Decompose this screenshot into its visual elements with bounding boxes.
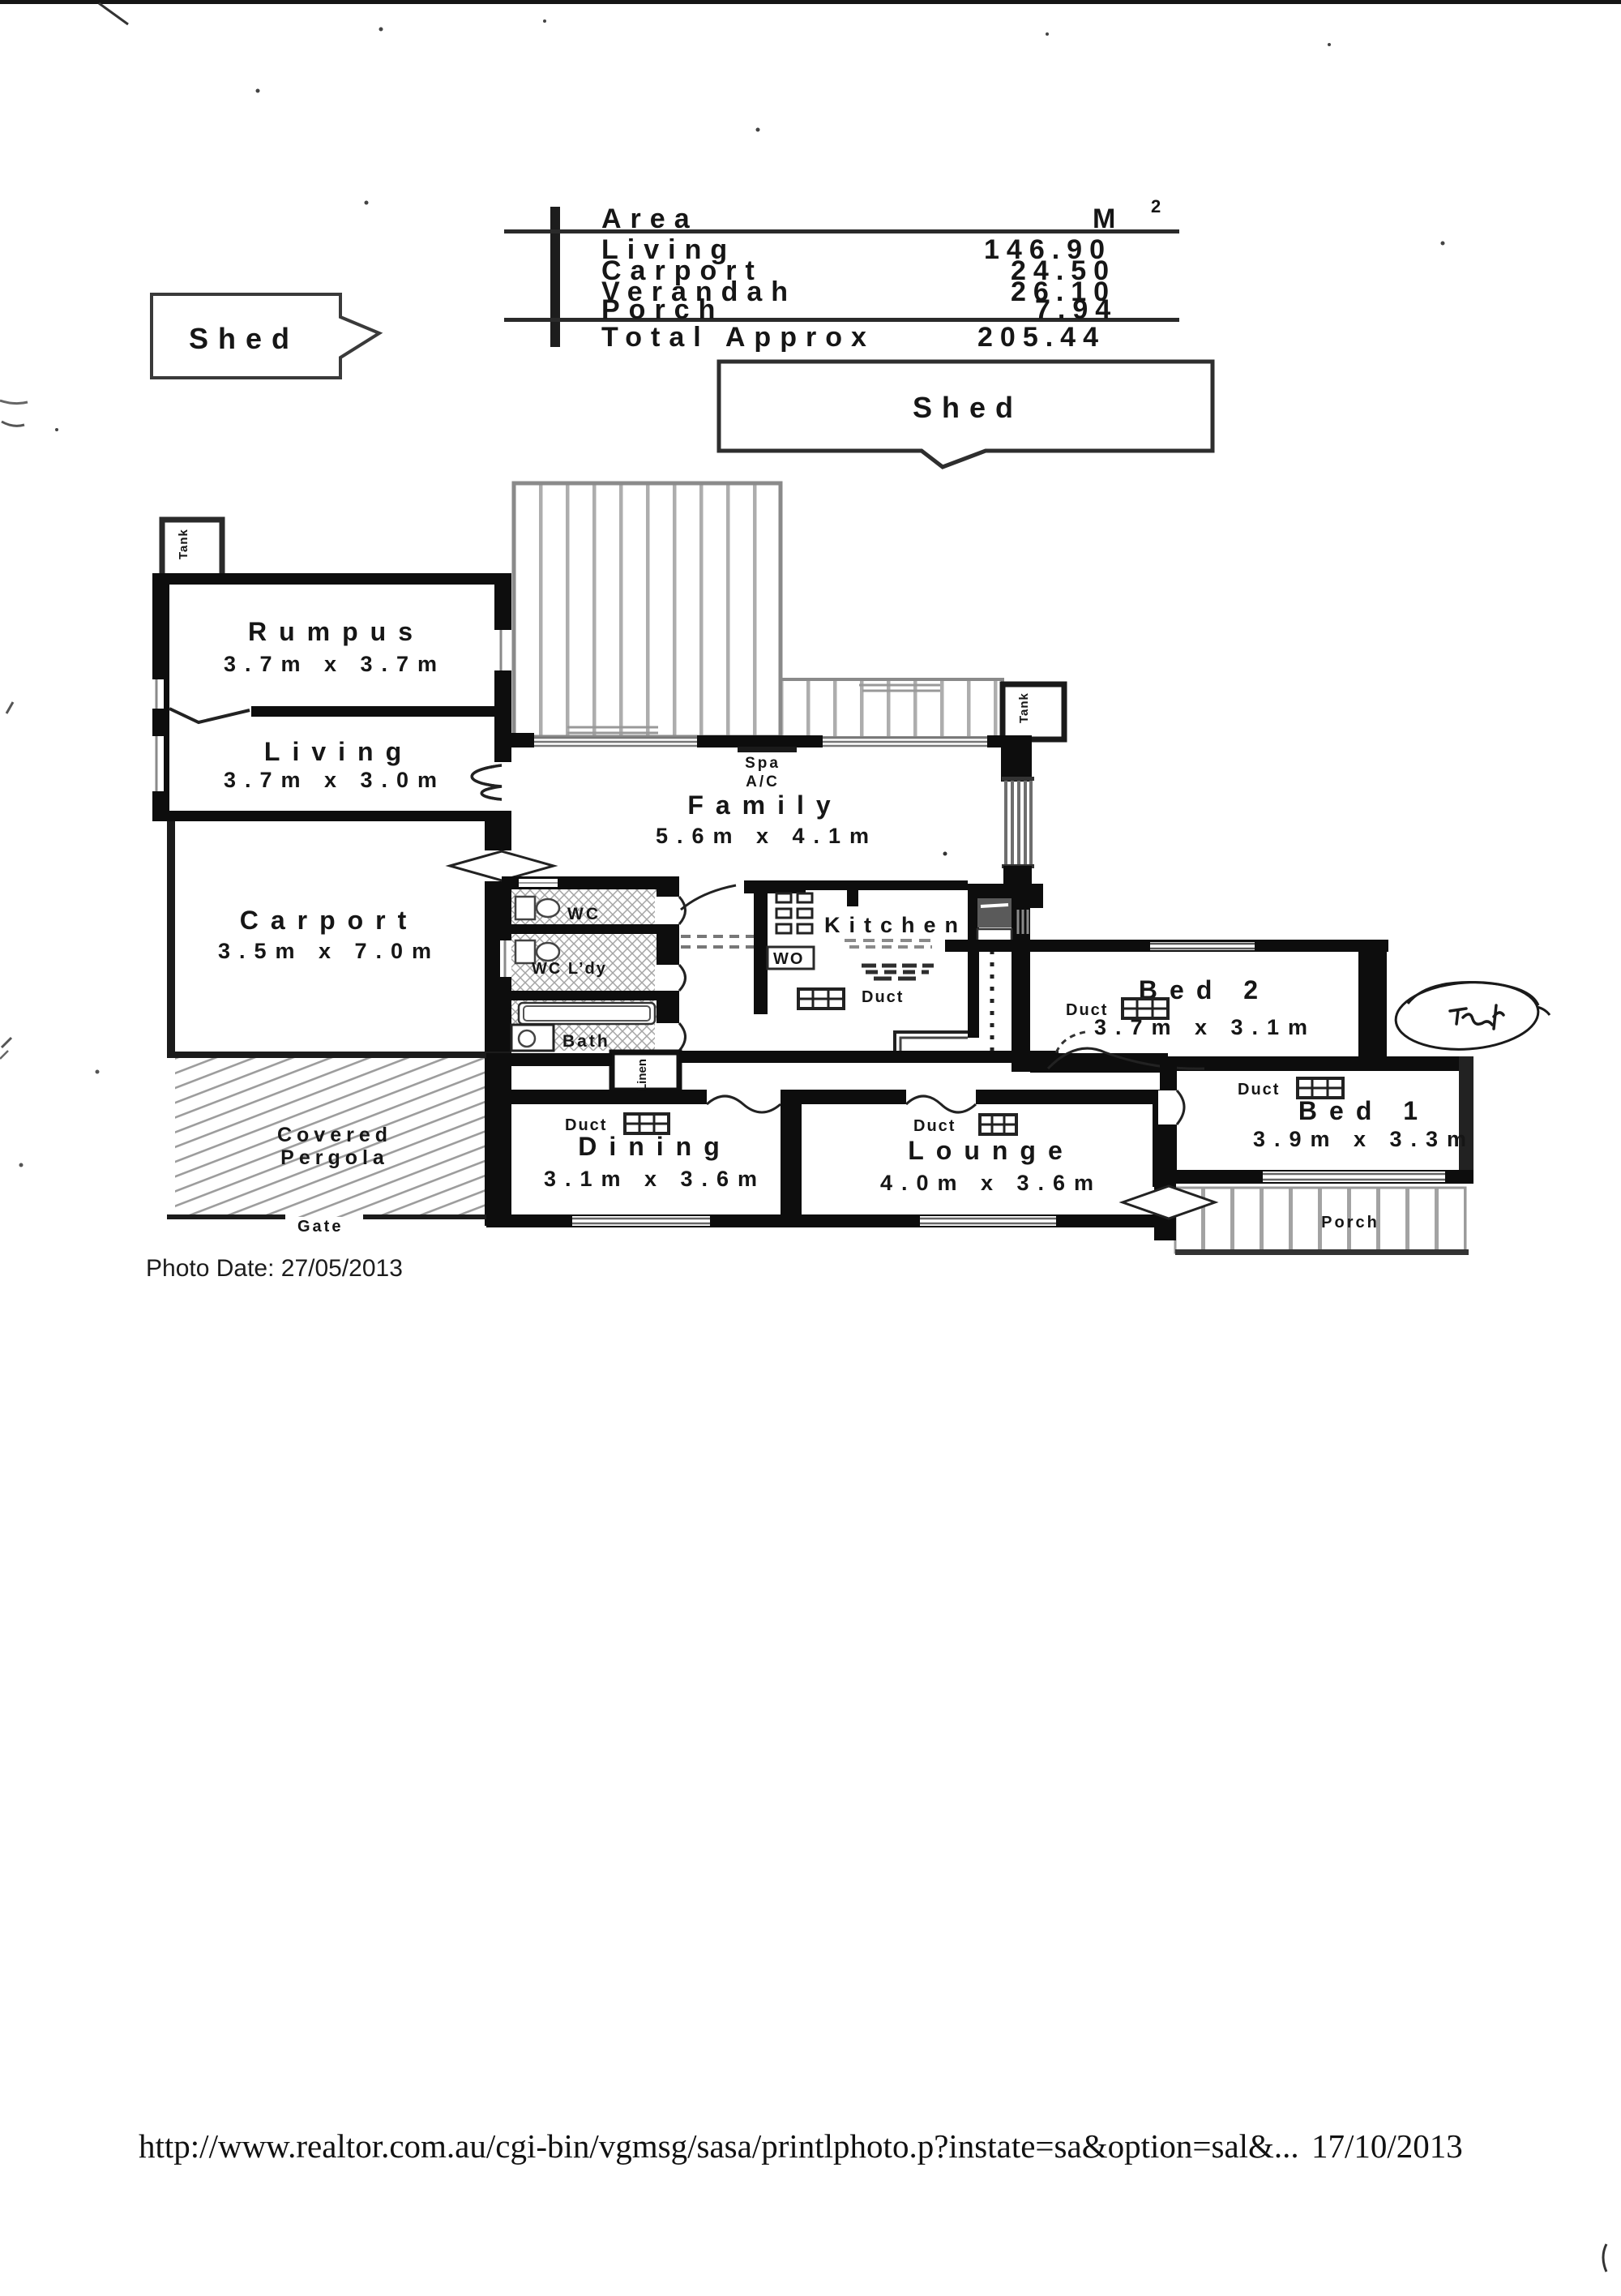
svg-text:A/C: A/C [746, 773, 780, 790]
svg-text:Carport: Carport [601, 255, 763, 286]
svg-text:Tank: Tank [177, 529, 190, 559]
svg-text:Duct: Duct [913, 1117, 956, 1135]
svg-text:Photo Date: 27/05/2013: Photo Date: 27/05/2013 [146, 1255, 403, 1282]
svg-text:WO: WO [773, 950, 804, 968]
svg-text:2: 2 [1151, 196, 1161, 216]
svg-text:24.50: 24.50 [1011, 255, 1116, 286]
svg-text:3.1m x 3.6m: 3.1m x 3.6m [544, 1167, 766, 1191]
svg-text:Duct: Duct [1066, 1001, 1108, 1019]
svg-text:Duct: Duct [565, 1116, 607, 1134]
svg-text:Covered: Covered [277, 1124, 392, 1146]
svg-text:Dining: Dining [578, 1132, 732, 1161]
svg-text:Porch: Porch [601, 294, 724, 325]
svg-text:Living: Living [601, 234, 736, 265]
svg-text:3.7m x 3.0m: 3.7m x 3.0m [224, 768, 446, 792]
svg-text:3.7m x 3.7m: 3.7m x 3.7m [224, 652, 446, 676]
svg-text:Carport: Carport [240, 906, 419, 935]
svg-text:5.6m x 4.1m: 5.6m x 4.1m [656, 824, 878, 848]
svg-text:Total Approx: Total Approx [601, 322, 875, 353]
svg-text:Lounge: Lounge [908, 1136, 1075, 1165]
svg-text:Area: Area [601, 203, 699, 234]
svg-text:Verandah: Verandah [601, 276, 797, 307]
svg-text:Bed 1: Bed 1 [1298, 1096, 1430, 1125]
svg-text:Pergola: Pergola [280, 1146, 389, 1169]
svg-text:17/10/2013: 17/10/2013 [1311, 2127, 1463, 2165]
svg-text:4.0m x 3.6m: 4.0m x 3.6m [880, 1171, 1102, 1195]
svg-text:Porch: Porch [1321, 1214, 1379, 1232]
svg-text:Gate: Gate [297, 1218, 343, 1236]
svg-text:WC: WC [567, 905, 601, 923]
svg-text:3.5m x 7.0m: 3.5m x 7.0m [218, 939, 440, 963]
svg-text:7.94: 7.94 [1035, 294, 1118, 325]
svg-text:Duct: Duct [1238, 1081, 1280, 1099]
svg-text:Kitchen: Kitchen [824, 913, 967, 937]
svg-text:http://www.realtor.com.au/cgi-: http://www.realtor.com.au/cgi-bin/vgmsg/… [139, 2127, 1299, 2165]
svg-text:Spa: Spa [745, 755, 781, 772]
svg-text:Family: Family [687, 790, 842, 820]
svg-text:Duct: Duct [862, 988, 904, 1006]
svg-text:Shed: Shed [189, 322, 299, 355]
svg-text:205.44: 205.44 [977, 322, 1106, 353]
svg-text:Tank: Tank [1017, 692, 1031, 723]
svg-text:M: M [1093, 203, 1115, 234]
svg-text:Rumpus: Rumpus [248, 617, 425, 646]
svg-text:3.9m x 3.3m: 3.9m x 3.3m [1253, 1127, 1475, 1151]
svg-text:Living: Living [264, 737, 413, 766]
svg-text:Shed: Shed [913, 391, 1023, 424]
svg-text:146.90: 146.90 [984, 234, 1112, 265]
svg-text:26.10: 26.10 [1011, 276, 1116, 307]
svg-text:Bath: Bath [562, 1032, 610, 1051]
svg-text:Linen: Linen [635, 1059, 649, 1091]
svg-text:WC L’dy: WC L’dy [532, 960, 607, 978]
